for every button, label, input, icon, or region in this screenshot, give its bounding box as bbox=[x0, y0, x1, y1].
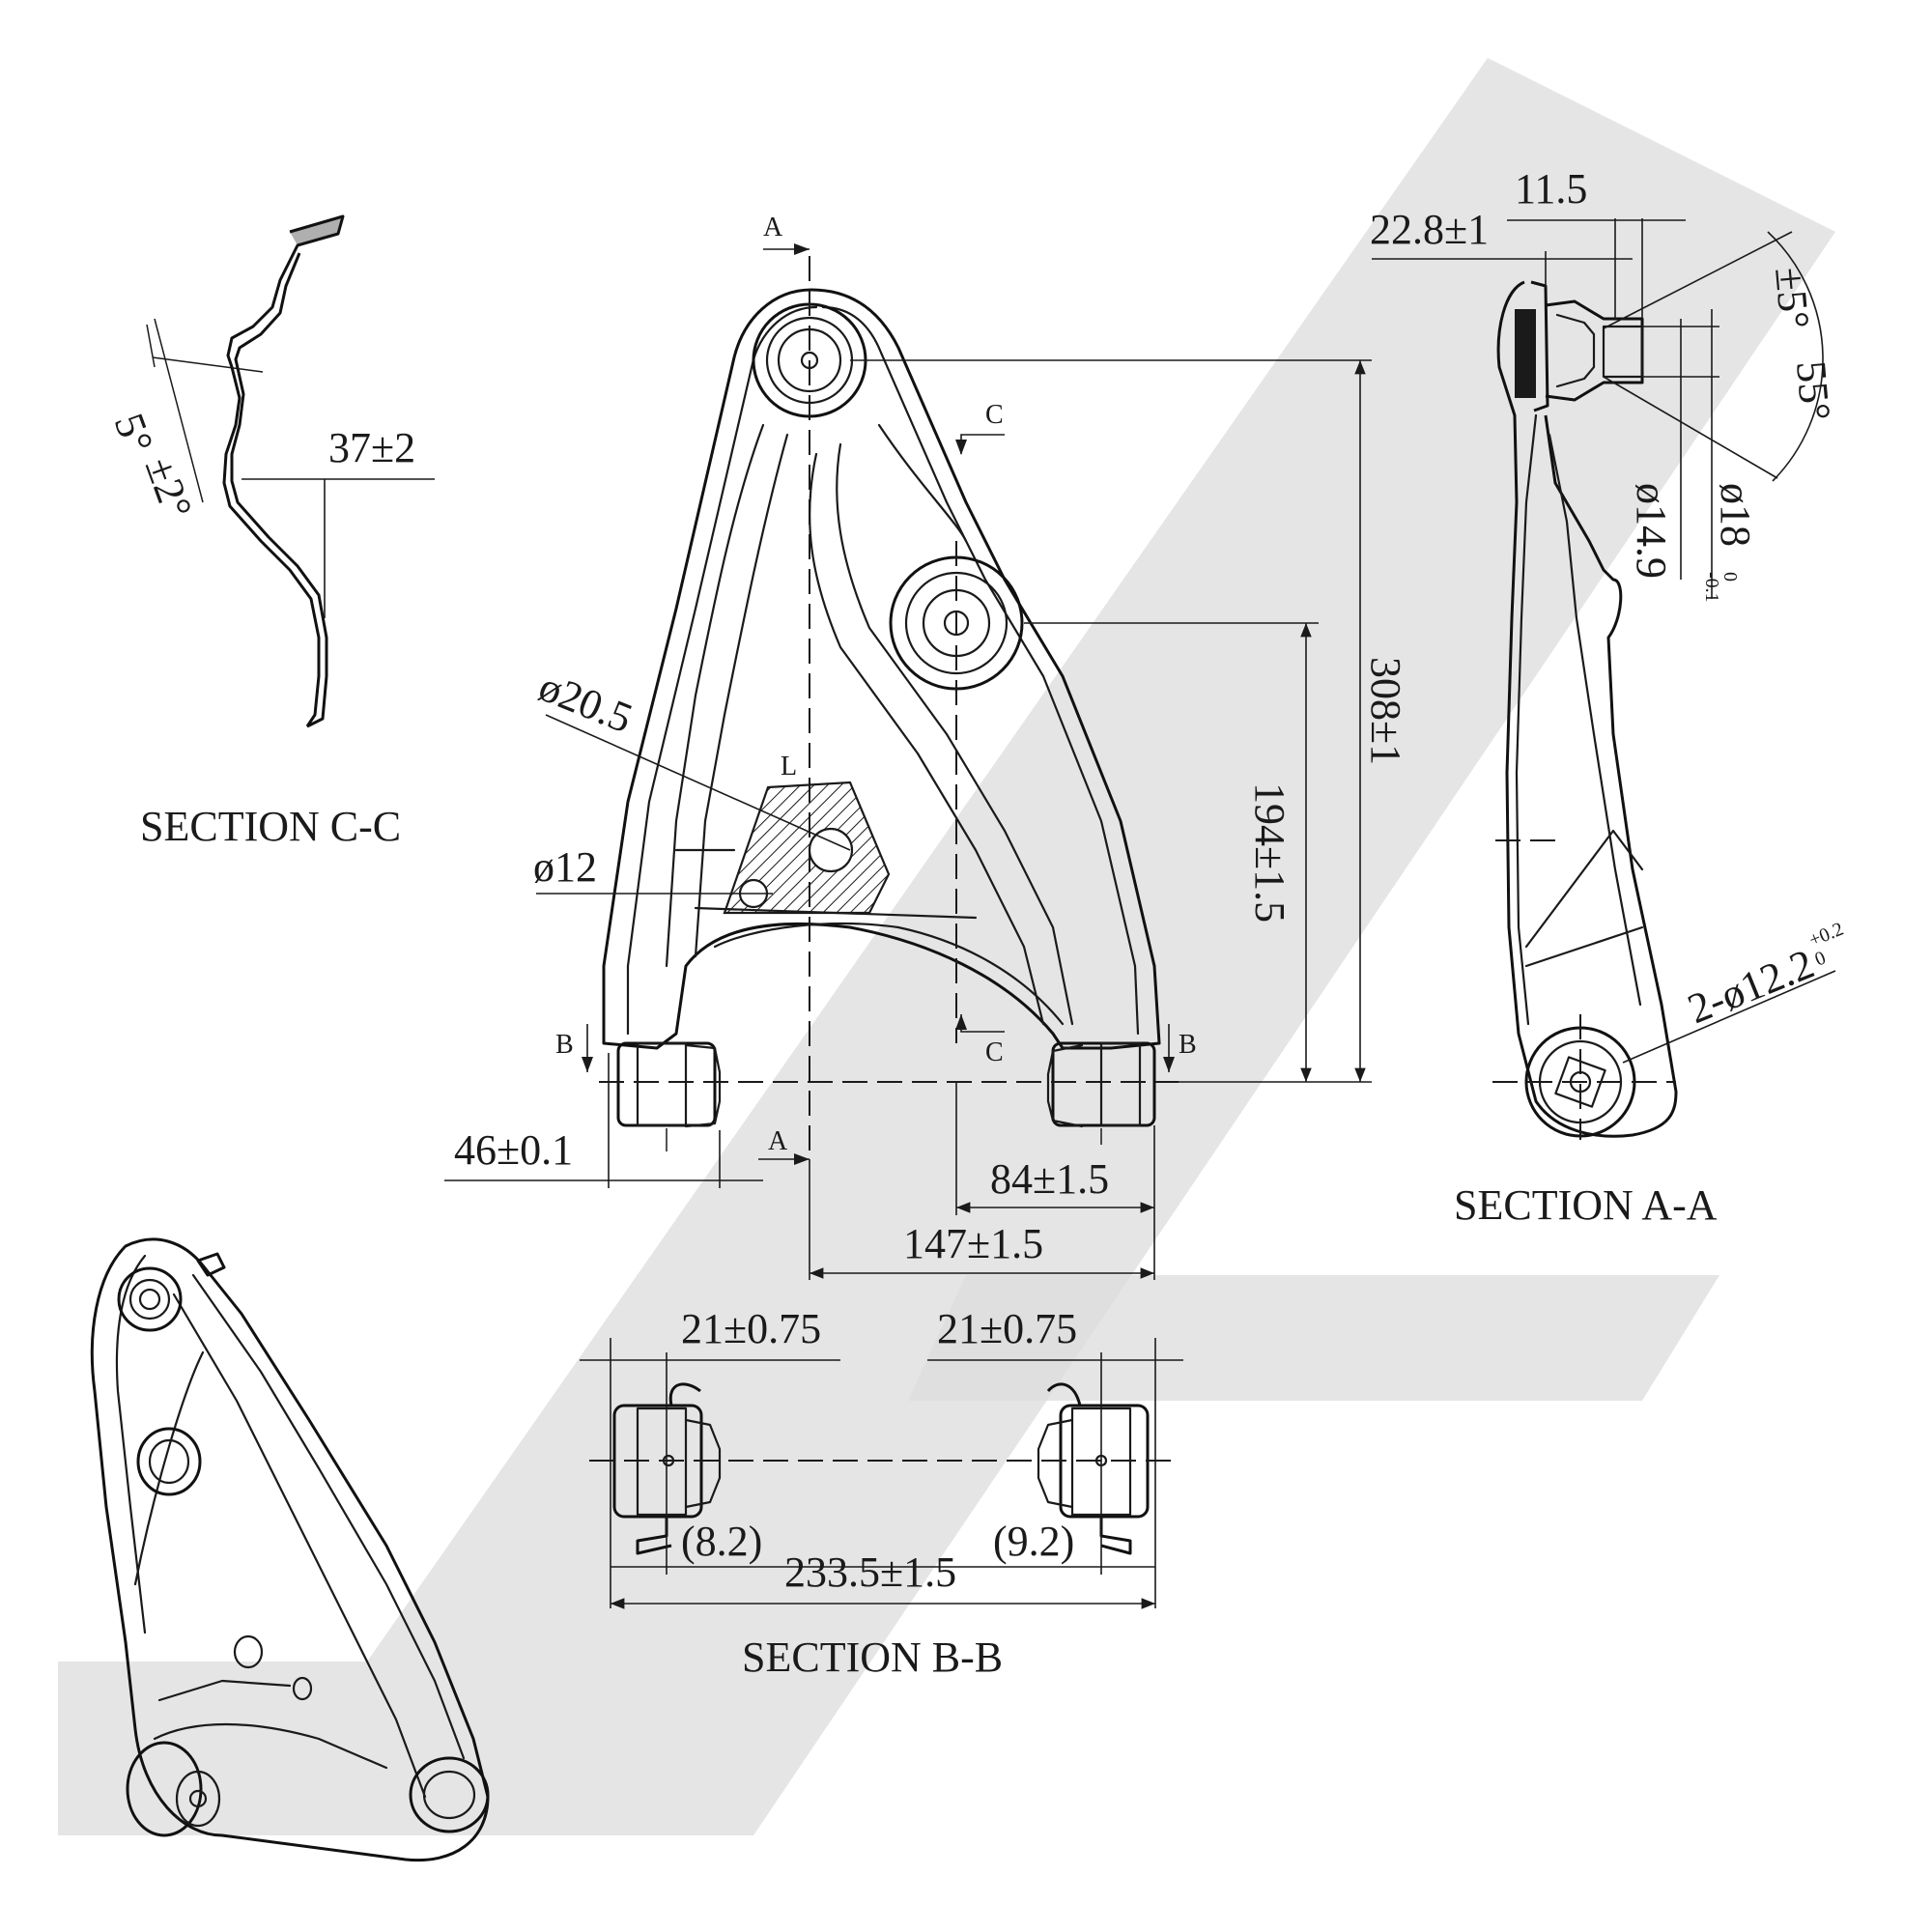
marker-b-left: B bbox=[555, 1030, 574, 1060]
dim-21-left: 21±0.75 bbox=[681, 1305, 821, 1352]
dim-308: 308±1 bbox=[1362, 657, 1409, 765]
dim-dia-12-2-tol-upper: +0.2 bbox=[1806, 919, 1847, 952]
dim-46: 46±0.1 bbox=[454, 1126, 573, 1174]
dim-147: 147±1.5 bbox=[903, 1220, 1043, 1267]
dim-dia-18-tol-lower: -0.1 bbox=[1701, 572, 1722, 603]
dim-2-dia-12-2: 2-ø12.2 bbox=[1681, 940, 1820, 1033]
dim-dia-18-tol-upper: 0 bbox=[1719, 572, 1741, 582]
dim-11-5: 11.5 bbox=[1515, 165, 1587, 213]
brand-watermark bbox=[58, 58, 1835, 1835]
dim-84: 84±1.5 bbox=[990, 1155, 1109, 1203]
dim-angle-pm-5: ±5° bbox=[1766, 266, 1818, 331]
dim-dia-14-9: ø14.9 bbox=[1628, 483, 1675, 579]
section-aa-view: 22.8±1 11.5 ø14.9 ø18 0 -0.1 ±5° 55° 2-ø… bbox=[1370, 165, 1847, 1229]
marker-c-top: C bbox=[985, 400, 1004, 430]
dim-dia-12-2-tol-lower: 0 bbox=[1812, 947, 1830, 970]
marker-b-right: B bbox=[1179, 1030, 1197, 1060]
marker-a-top: A bbox=[763, 213, 783, 242]
marker-l: L bbox=[781, 752, 797, 781]
section-bb-view: 21±0.75 21±0.75 (8.2) (9.2) 233.5±1.5 SE… bbox=[580, 1305, 1183, 1681]
section-cc-view: 37±2 5° ±2° SECTION C-C bbox=[105, 214, 435, 850]
marker-a-bottom: A bbox=[768, 1126, 788, 1156]
control-arm-isometric-view bbox=[90, 1237, 490, 1862]
dim-8-2: (8.2) bbox=[681, 1518, 762, 1565]
marker-c-bottom: C bbox=[985, 1037, 1004, 1067]
section-cc-label: SECTION C-C bbox=[140, 803, 401, 850]
dim-22-8: 22.8±1 bbox=[1370, 206, 1489, 253]
control-arm-front-view: L A A C C B B ø20.5 ø12 bbox=[444, 213, 1409, 1280]
dim-9-2: (9.2) bbox=[993, 1518, 1074, 1565]
dim-194: 194±1.5 bbox=[1246, 782, 1293, 923]
dim-21-right: 21±0.75 bbox=[937, 1305, 1077, 1352]
dim-angle-5: 5° bbox=[105, 408, 163, 460]
section-aa-label: SECTION A-A bbox=[1454, 1181, 1718, 1229]
dim-233-5: 233.5±1.5 bbox=[784, 1548, 956, 1596]
dim-37: 37±2 bbox=[328, 424, 415, 471]
section-bb-label: SECTION B-B bbox=[742, 1634, 1003, 1681]
dim-dia-20-5: ø20.5 bbox=[532, 663, 639, 743]
dim-angle-55: 55° bbox=[1787, 359, 1839, 423]
dim-dia-12: ø12 bbox=[533, 843, 597, 891]
dim-dia-18: ø18 bbox=[1712, 483, 1759, 547]
